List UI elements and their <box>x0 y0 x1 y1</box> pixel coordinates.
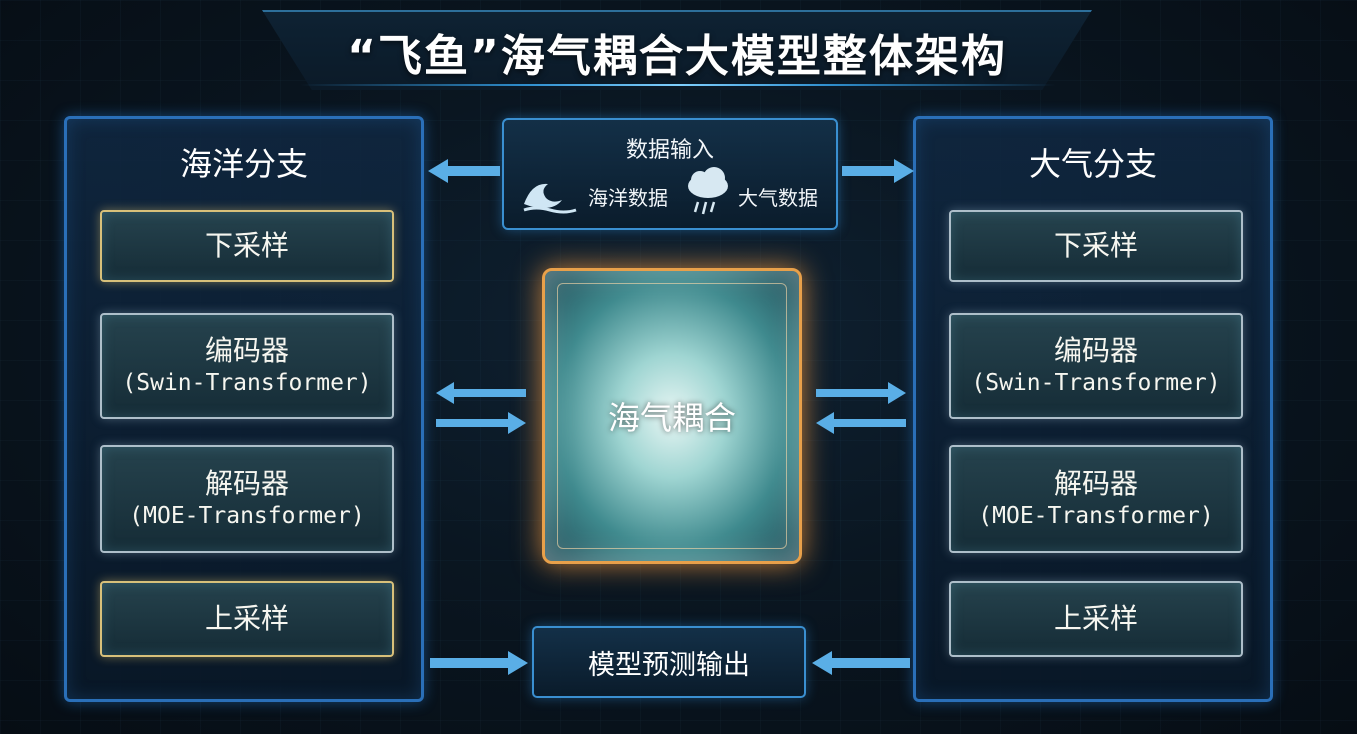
module-sublabel: (Swin-Transformer) <box>971 370 1221 396</box>
ocean-core-exchange-arrows-icon <box>436 382 526 434</box>
data-input-box: 数据输入 海洋数据 大气数据 <box>502 118 838 230</box>
coupling-core-box: 海气耦合 <box>542 268 802 564</box>
ocean-decoder-module: 解码器 (MOE-Transformer) <box>100 445 394 553</box>
model-output-box: 模型预测输出 <box>532 626 806 698</box>
atmosphere-branch-title: 大气分支 <box>1028 145 1157 183</box>
module-label: 编码器 <box>204 334 289 367</box>
ocean-downsample-module: 下采样 <box>100 210 394 282</box>
atmosphere-upsample-module: 上采样 <box>949 581 1243 657</box>
core-inner-frame <box>557 283 787 549</box>
module-label: 上采样 <box>1053 602 1138 635</box>
title-underline <box>300 84 1056 86</box>
module-label: 上采样 <box>204 602 289 635</box>
rain-cloud-icon <box>688 167 728 215</box>
ocean-encoder-module: 编码器 (Swin-Transformer) <box>100 313 394 419</box>
model-output-label: 模型预测输出 <box>588 649 750 681</box>
wave-icon <box>523 183 577 214</box>
atmosphere-data-label: 大气数据 <box>738 186 818 210</box>
title-banner <box>262 10 1092 90</box>
module-sublabel: (MOE-Transformer) <box>129 503 365 529</box>
module-label: 下采样 <box>1053 229 1138 262</box>
atmosphere-to-output-arrow-icon <box>812 651 910 675</box>
coupling-core-label: 海气耦合 <box>607 399 736 437</box>
ocean-upsample-module: 上采样 <box>100 581 394 657</box>
ocean-data-label: 海洋数据 <box>588 186 668 210</box>
module-label: 编码器 <box>1053 334 1138 367</box>
ocean-to-output-arrow-icon <box>430 651 528 675</box>
module-label: 解码器 <box>204 467 289 500</box>
page-title: “飞鱼”海气耦合大模型整体架构 <box>347 31 1007 82</box>
atmosphere-encoder-module: 编码器 (Swin-Transformer) <box>949 313 1243 419</box>
atmosphere-downsample-module: 下采样 <box>949 210 1243 282</box>
atmosphere-core-exchange-arrows-icon <box>816 382 906 434</box>
module-label: 下采样 <box>204 229 289 262</box>
ocean-branch-panel: 海洋分支 下采样 编码器 (Swin-Transformer) 解码器 (MOE… <box>64 116 424 702</box>
input-to-ocean-arrow-icon <box>428 159 500 183</box>
data-input-title: 数据输入 <box>625 138 714 163</box>
input-to-atmosphere-arrow-icon <box>842 159 914 183</box>
module-label: 解码器 <box>1053 467 1138 500</box>
atmosphere-branch-panel: 大气分支 下采样 编码器 (Swin-Transformer) 解码器 (MOE… <box>913 116 1273 702</box>
module-sublabel: (MOE-Transformer) <box>978 503 1214 529</box>
atmosphere-decoder-module: 解码器 (MOE-Transformer) <box>949 445 1243 553</box>
ocean-branch-title: 海洋分支 <box>179 145 308 183</box>
module-sublabel: (Swin-Transformer) <box>122 370 372 396</box>
